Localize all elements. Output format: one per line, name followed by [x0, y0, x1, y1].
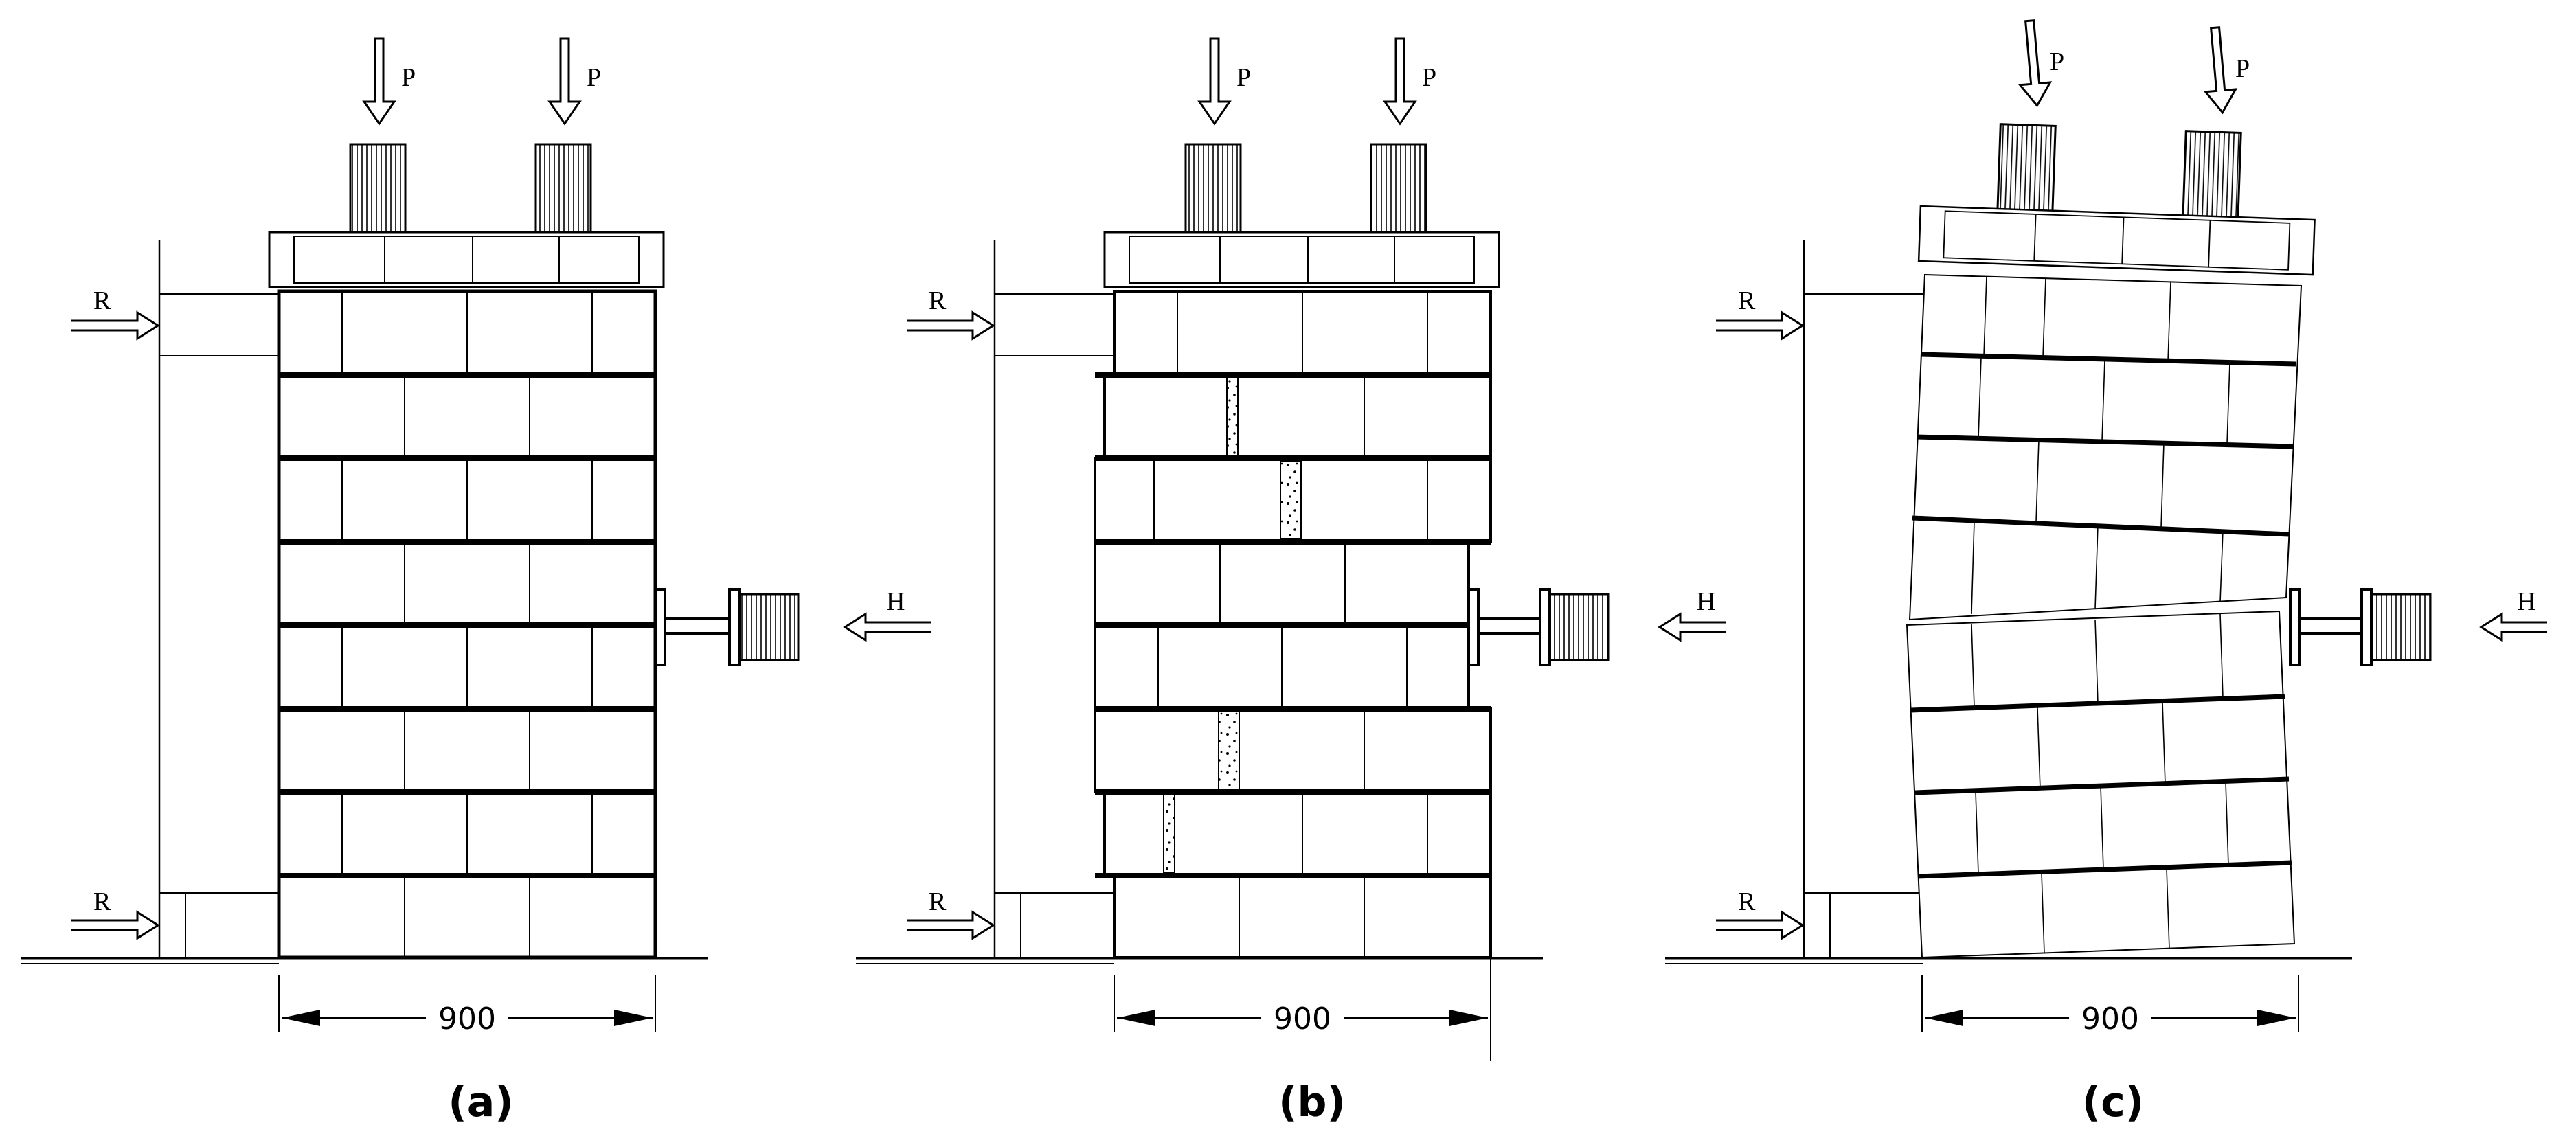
- load-h-label: H: [2517, 587, 2535, 616]
- reaction-label: R: [1738, 286, 1756, 315]
- load-p-right-a: P: [547, 37, 601, 126]
- crack-infill: [1280, 460, 1302, 540]
- dimension-label: 900: [438, 1001, 496, 1036]
- load-h-label: H: [1697, 587, 1715, 616]
- load-h-arrow-b: H: [1658, 587, 1726, 642]
- crack-infill: [1226, 377, 1239, 457]
- load-cylinder: [2182, 130, 2242, 223]
- load-h-arrow-c: H: [2479, 587, 2547, 642]
- panel-caption: (b): [1278, 1078, 1346, 1126]
- panel-caption: (a): [448, 1078, 513, 1126]
- reaction-arrow-top: R: [71, 286, 160, 341]
- load-p-left-b: P: [1197, 37, 1251, 126]
- load-p-left-a: P: [362, 37, 416, 126]
- reaction-label: R: [1738, 887, 1756, 916]
- dimension-label: 900: [2081, 1001, 2139, 1036]
- panel-b: P P R R: [856, 37, 1726, 1126]
- masonry-wall-upper-rocking: [1908, 273, 2303, 621]
- load-cylinder: [534, 143, 592, 235]
- load-h-label: H: [886, 587, 905, 616]
- load-cylinder: [1996, 123, 2057, 216]
- load-p-label: P: [2235, 54, 2250, 83]
- load-p-label: P: [2050, 47, 2064, 76]
- reaction-label: R: [93, 887, 111, 916]
- lateral-actuator: [2289, 588, 2432, 666]
- lateral-actuator: [654, 588, 800, 666]
- reaction-frame: [1665, 240, 2352, 964]
- load-p-label: P: [1236, 63, 1251, 92]
- load-p-label: P: [587, 63, 601, 92]
- top-beam-tilted: [1917, 205, 2316, 276]
- masonry-wall: [277, 289, 657, 960]
- masonry-wall-lower-rocking: [1906, 610, 2296, 959]
- load-p-right-c: P: [2203, 26, 2250, 115]
- reaction-arrow-top: R: [1716, 286, 1805, 341]
- load-p-label: P: [1422, 63, 1436, 92]
- crack-infill: [1163, 794, 1175, 874]
- reaction-arrow-bottom: R: [71, 887, 160, 940]
- load-cylinder: [349, 143, 407, 235]
- masonry-wall-cracked: [1094, 290, 1492, 959]
- load-cylinder: [1184, 143, 1242, 235]
- reaction-label: R: [929, 286, 947, 315]
- reaction-arrow-bottom: R: [1716, 887, 1805, 940]
- crack-infill: [1218, 711, 1240, 791]
- top-beam: [1103, 231, 1500, 288]
- load-p-label: P: [401, 63, 416, 92]
- reaction-label: R: [93, 286, 111, 315]
- dimension-label: 900: [1274, 1001, 1331, 1036]
- load-h-arrow-a: H: [843, 587, 931, 642]
- load-p-left-c: P: [2018, 19, 2064, 108]
- dimension-line: 900: [1921, 975, 2299, 1036]
- load-p-right-b: P: [1383, 37, 1436, 126]
- panel-c: P P R R: [1665, 19, 2547, 1126]
- reaction-arrow-top: R: [907, 286, 995, 341]
- lateral-actuator: [1467, 588, 1610, 666]
- top-beam: [268, 231, 665, 288]
- dimension-line: 900: [278, 975, 656, 1036]
- panel-caption: (c): [2082, 1078, 2144, 1126]
- reaction-arrow-bottom: R: [907, 887, 995, 940]
- reaction-label: R: [929, 887, 947, 916]
- dimension-line: 900: [1114, 975, 1488, 1036]
- load-cylinder: [1370, 143, 1427, 235]
- panel-a: P P R R: [21, 37, 931, 1126]
